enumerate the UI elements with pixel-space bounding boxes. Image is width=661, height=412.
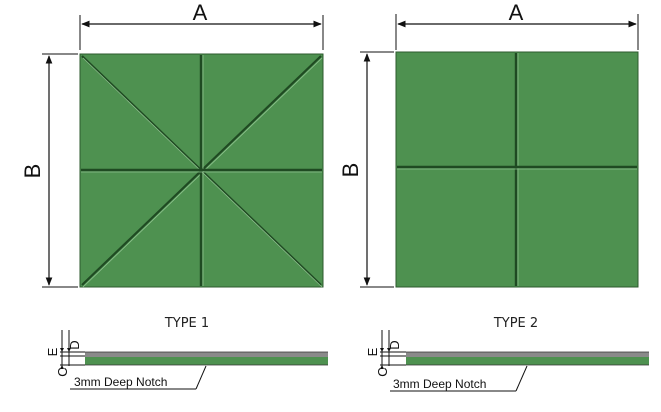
type2-dim-a-label: A bbox=[509, 0, 524, 25]
type2-side-top-layer bbox=[406, 352, 649, 357]
type1-side-dim-e: E bbox=[45, 347, 60, 356]
type1-dim-b-label: B bbox=[20, 164, 45, 179]
type2-dim-b-label: B bbox=[338, 163, 363, 178]
type2-side-dim-d: D bbox=[387, 340, 402, 349]
type2-side-view: E C D 3mm Deep Notch bbox=[365, 330, 649, 392]
type1-caption: TYPE 1 bbox=[164, 316, 209, 331]
type1-side-dim-d: D bbox=[67, 340, 82, 349]
type2-side-dim-c: C bbox=[375, 367, 390, 376]
type1-top-view: A B bbox=[20, 0, 324, 288]
type2-caption: TYPE 2 bbox=[493, 316, 538, 331]
type2-top-view: A B bbox=[338, 0, 639, 288]
type1-dim-a-label: A bbox=[193, 0, 208, 25]
type2-side-base-layer bbox=[406, 357, 649, 365]
type2-side-dim-e: E bbox=[365, 347, 380, 356]
type1-side-dim-c: C bbox=[55, 367, 70, 376]
type2-notch-label: 3mm Deep Notch bbox=[393, 377, 486, 391]
type1-notch-label: 3mm Deep Notch bbox=[74, 375, 167, 389]
type1-side-top-layer bbox=[85, 352, 328, 357]
type1-side-view: E C D 3mm Deep Notch bbox=[45, 330, 328, 390]
type1-side-base-layer bbox=[85, 357, 328, 365]
